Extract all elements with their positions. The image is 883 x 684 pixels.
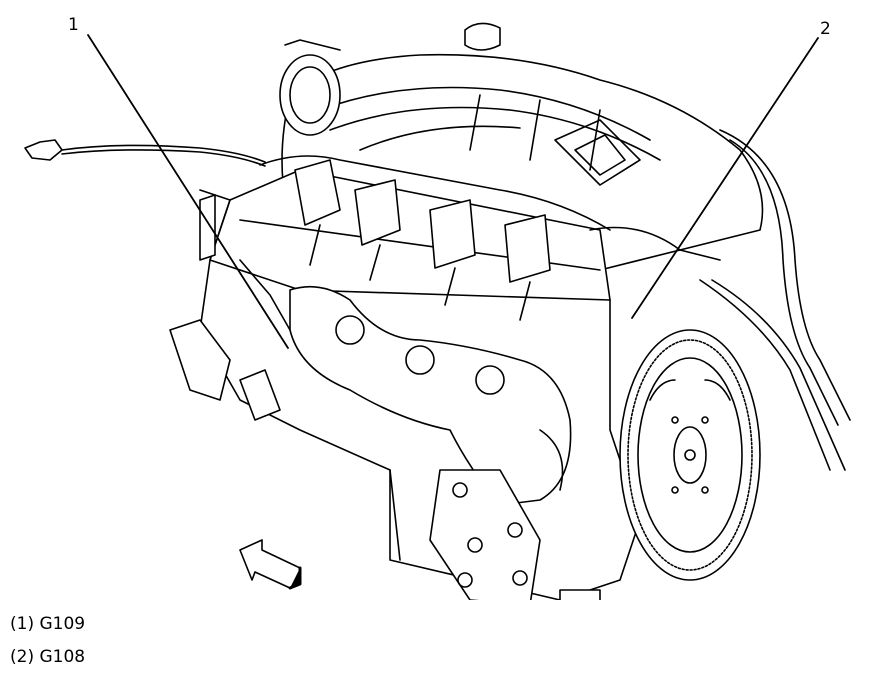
callout-1-label: 1: [68, 15, 79, 35]
coolant-pipes: [699, 129, 851, 471]
front-bracket: [429, 469, 541, 600]
flywheel: [619, 329, 761, 581]
oil-fill-cap: [464, 22, 501, 51]
legend-item-g108: (2) G108: [10, 647, 86, 667]
harness-connector-left: [24, 139, 266, 167]
callout-2-leader: [631, 37, 819, 319]
engine-end-plate: [199, 194, 281, 421]
ignition-coils: [294, 159, 551, 321]
exhaust-manifold: [289, 285, 572, 506]
callout-2-label: 2: [820, 19, 831, 39]
legend: (1) G109 (2) G108: [10, 608, 85, 674]
front-direction-arrow: [239, 539, 302, 590]
callout-1-leader: [87, 34, 289, 349]
legend-item-g109: (1) G109: [10, 614, 86, 634]
oil-pan-spout: [559, 589, 601, 600]
engine-diagram: 1 2: [24, 15, 851, 600]
throttle-body: [279, 39, 341, 136]
